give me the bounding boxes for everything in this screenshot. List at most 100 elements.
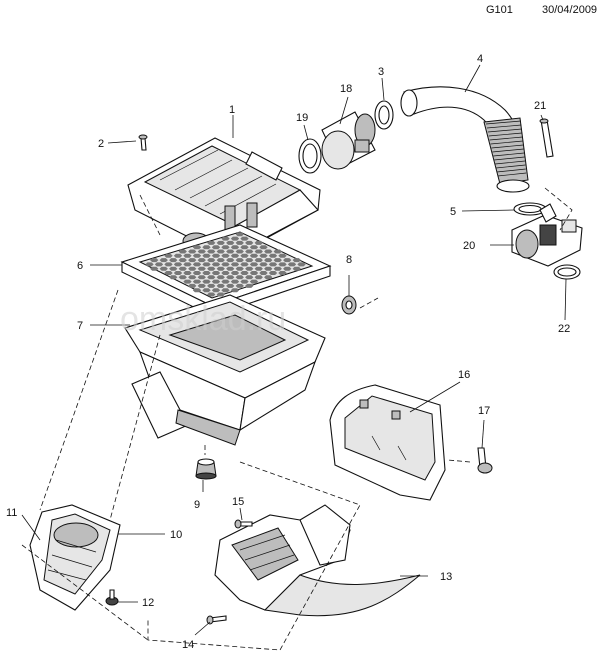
filter-cell: [183, 262, 192, 267]
filter-cell: [278, 253, 287, 258]
screw-15: [234, 519, 253, 529]
filter-element: [120, 224, 332, 317]
duct-rib: [489, 136, 523, 141]
filter-cell: [207, 249, 216, 254]
filter-cell: [183, 253, 192, 258]
filter-cell: [268, 253, 278, 258]
callout-2: 2: [98, 138, 104, 150]
filter-cell: [169, 266, 178, 271]
filter-cell: [226, 249, 235, 254]
filter-cell: [188, 258, 197, 263]
filter-cell: [264, 258, 273, 263]
filter-cell: [254, 258, 263, 263]
filter-cell: [197, 249, 206, 254]
filter-cell: [216, 283, 225, 288]
filter-cell: [249, 262, 259, 267]
filter-cell: [264, 249, 273, 254]
filter-cell: [259, 253, 268, 258]
filter-cell: [173, 271, 183, 275]
filter-cell: [221, 236, 230, 241]
filter-cell: [235, 258, 244, 263]
screw-14: [206, 615, 227, 625]
filter-cell: [197, 266, 206, 271]
screw-2: [138, 134, 148, 151]
filter-cell: [254, 240, 263, 245]
filter-cell: [188, 249, 197, 254]
filter-cell: [159, 258, 168, 263]
duct-rib: [486, 124, 522, 129]
filter-cell: [235, 240, 244, 245]
filter-cell: [240, 279, 249, 284]
filter-cell: [207, 292, 216, 297]
filter-cell: [207, 258, 216, 263]
filter-cell: [202, 245, 211, 250]
leader-lines: [21, 64, 567, 636]
callout-19: 19: [296, 112, 308, 124]
filter-cell: [259, 262, 268, 267]
duct-rib: [494, 156, 525, 161]
filter-cell: [183, 279, 192, 284]
callout-6: 6: [77, 260, 83, 272]
callout-9: 9: [194, 499, 200, 511]
filter-cell: [230, 279, 240, 284]
intake-snorkel: [29, 504, 121, 611]
filter-cell: [145, 262, 154, 267]
callout-1: 1: [229, 104, 235, 116]
callout-15: 15: [232, 496, 244, 508]
filter-cell: [249, 279, 259, 284]
callout-labels: 1 2 3 4 5 6 7 8 9 10 11 12 13 14 15 16 1…: [6, 53, 570, 651]
duct-rib: [497, 172, 527, 177]
air-cleaner-cover: [127, 137, 321, 259]
filter-cell: [221, 245, 230, 250]
filter-cell: [197, 258, 206, 263]
grommet-8: [341, 295, 357, 315]
callout-10: 10: [170, 529, 182, 541]
filter-cell: [283, 258, 292, 263]
filter-cell: [268, 271, 278, 275]
filter-cell: [178, 275, 187, 280]
callout-21: 21: [534, 100, 546, 112]
filter-cell: [245, 240, 254, 245]
filter-cell: [188, 283, 197, 288]
filter-cell: [150, 258, 159, 263]
filter-cell: [221, 262, 230, 267]
filter-cell: [202, 253, 211, 258]
duct-rib: [488, 132, 523, 137]
filter-cell: [235, 283, 244, 288]
filter-cell: [173, 253, 183, 258]
filter-cell: [216, 258, 225, 263]
filter-cell: [178, 258, 187, 263]
filter-cell: [202, 262, 211, 267]
diagram-date: 30/04/2009: [542, 4, 598, 16]
duct-rib: [491, 144, 524, 149]
filter-cell: [245, 275, 254, 280]
filter-cell: [235, 232, 244, 237]
filter-cell: [211, 288, 221, 293]
filter-cell: [230, 253, 240, 258]
filter-cell: [249, 245, 259, 250]
watermark: omsklad.ru: [120, 300, 286, 338]
callout-20: 20: [463, 240, 475, 252]
filter-cell: [207, 283, 216, 288]
filter-cell: [273, 249, 282, 254]
filter-cell: [159, 266, 168, 271]
filter-cell: [188, 266, 197, 271]
filter-cell: [245, 258, 254, 263]
filter-cell: [278, 262, 287, 267]
filter-cell: [202, 288, 211, 293]
callout-8: 8: [346, 254, 352, 266]
filter-cell: [211, 245, 221, 250]
diagram-code: G101: [486, 4, 513, 16]
gasket-22: [553, 264, 581, 280]
clamp-5: [513, 202, 547, 216]
filter-cell: [192, 279, 202, 284]
filter-cell: [207, 266, 216, 271]
filter-cell: [283, 266, 292, 271]
filter-cell: [264, 275, 273, 280]
filter-cell: [221, 253, 230, 258]
filter-cell: [202, 271, 211, 275]
filter-cell: [216, 275, 225, 280]
filter-cell: [178, 266, 187, 271]
duct-rib: [485, 120, 522, 125]
filter-cell: [221, 279, 230, 284]
